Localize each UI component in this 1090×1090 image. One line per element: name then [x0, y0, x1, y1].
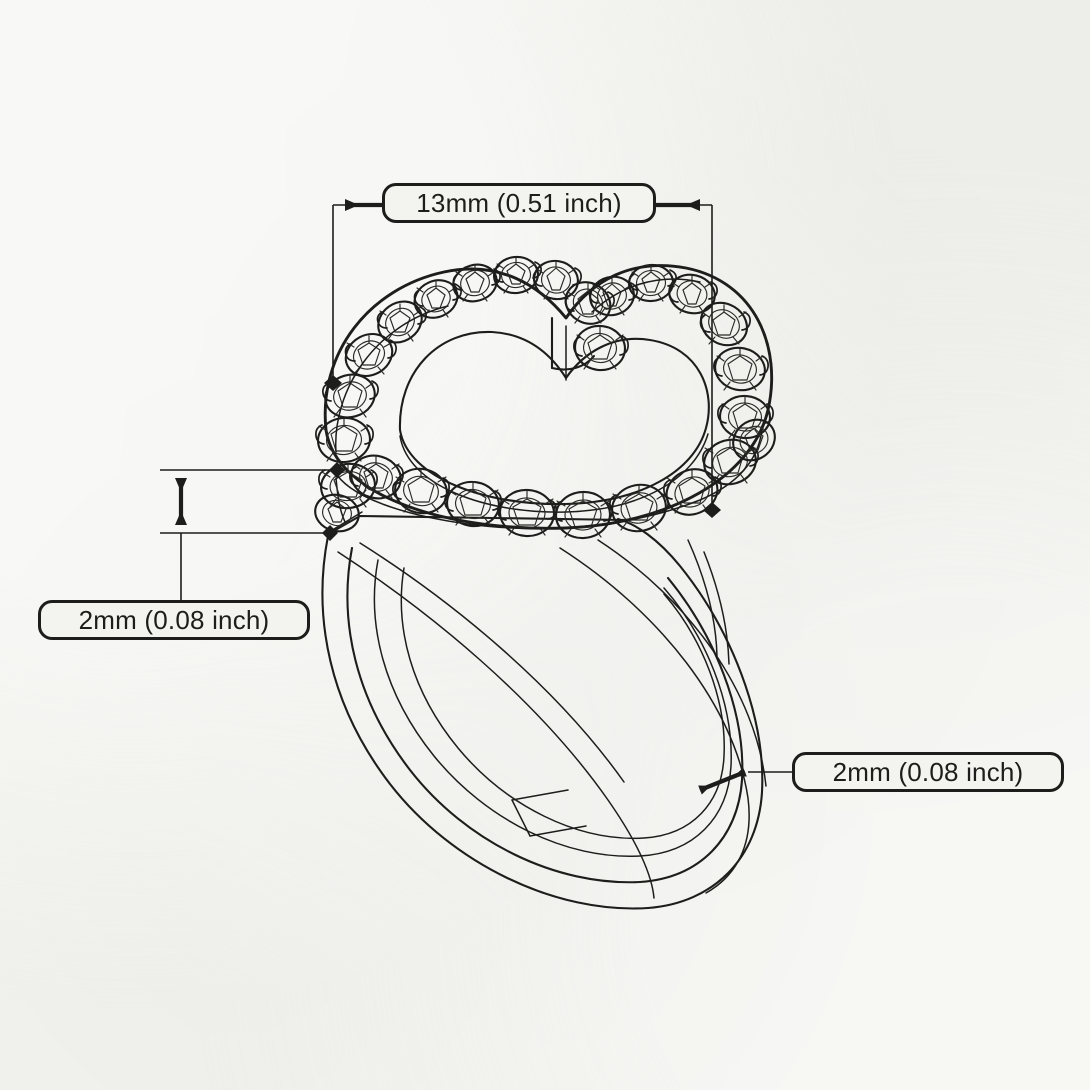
stone: [532, 259, 582, 301]
stone: [322, 373, 379, 419]
dimension-label-heart-thickness-text: 2mm (0.08 inch): [78, 604, 270, 635]
stone: [713, 346, 769, 392]
dimension-label-band-width: 2mm (0.08 inch): [792, 752, 1064, 792]
anchor-point-left: [324, 375, 342, 391]
anchor-point-lower: [322, 525, 338, 541]
dimension-label-band-width-text: 2mm (0.08 inch): [832, 756, 1024, 787]
dimension-label-heart-thickness: 2mm (0.08 inch): [38, 600, 310, 640]
dimension-label-heart-width: 13mm (0.51 inch): [382, 183, 656, 223]
stone: [318, 462, 378, 510]
stone: [444, 480, 502, 528]
dimension-label-heart-width-text: 13mm (0.51 inch): [416, 187, 622, 218]
heart-under-gallery: [328, 316, 710, 535]
stone: [699, 301, 751, 347]
dimension-arrow-diagonal: [698, 767, 747, 795]
stone: [413, 279, 462, 319]
stone: [392, 467, 450, 515]
stone: [573, 324, 629, 372]
stone: [315, 416, 374, 464]
dimension-band-width: [698, 767, 792, 795]
stone: [732, 418, 776, 462]
stone: [349, 454, 404, 500]
anchor-point-right: [703, 502, 721, 518]
anchor-point-upper: [329, 462, 345, 478]
pave-stone-band: [314, 255, 776, 540]
dimension-heart-thickness: [160, 462, 345, 600]
stone: [376, 300, 427, 344]
stone: [588, 275, 638, 317]
ring-band-shank: [321, 517, 767, 910]
stone: [668, 273, 718, 315]
dimension-heart-width: [324, 199, 721, 518]
